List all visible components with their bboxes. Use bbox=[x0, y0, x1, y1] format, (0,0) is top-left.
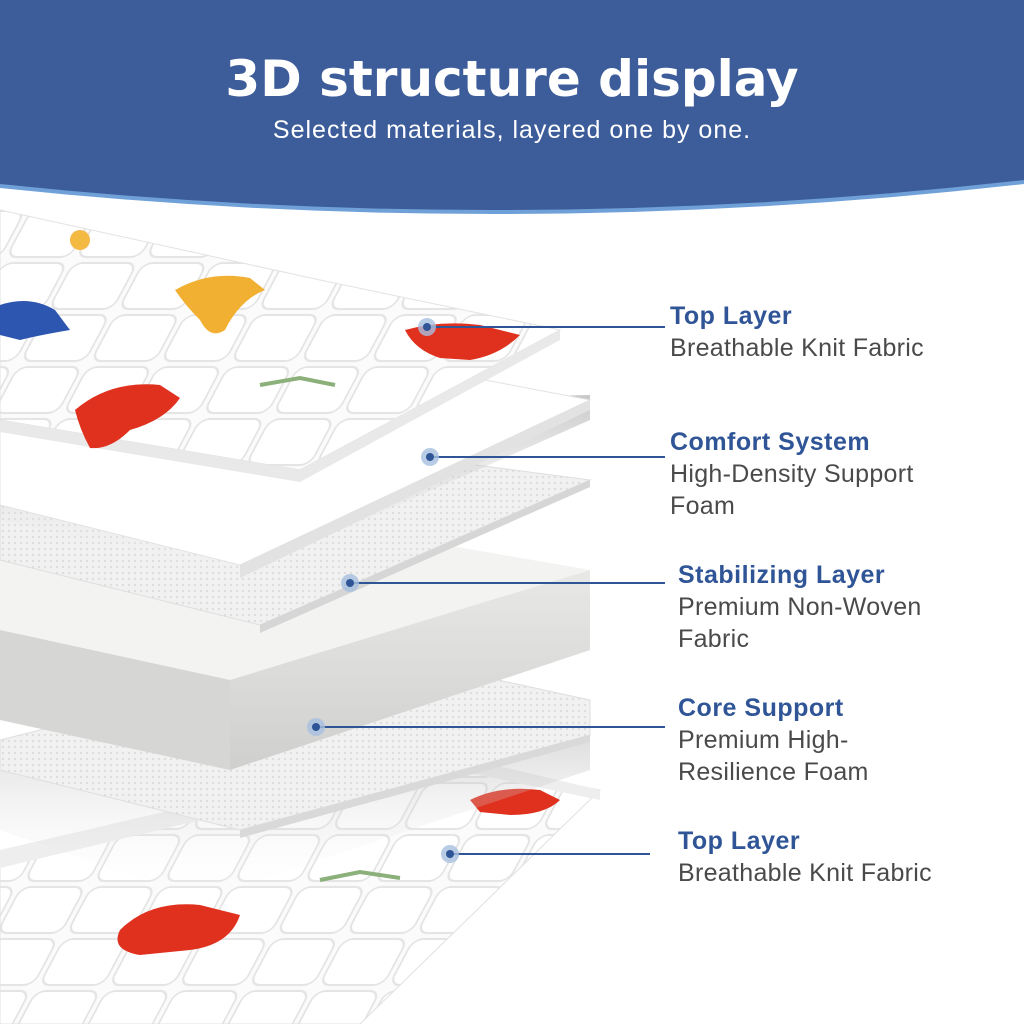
sun-icon bbox=[70, 230, 90, 250]
dinosaur-icon bbox=[175, 275, 265, 334]
page-title: 3D structure display bbox=[225, 50, 799, 108]
layer-description: Breathable Knit Fabric bbox=[670, 334, 924, 362]
leader-lines bbox=[307, 318, 665, 863]
header-banner: 3D structure display Selected materials,… bbox=[0, 0, 1024, 230]
layer-label-4: Core Support Premium High- Resilience Fo… bbox=[678, 692, 869, 788]
layer-title: Comfort System bbox=[670, 428, 871, 456]
layer-label-1: Top Layer Breathable Knit Fabric bbox=[670, 300, 924, 364]
layer-title: Core Support bbox=[678, 694, 844, 722]
layer-description: Premium Non-Woven bbox=[678, 593, 922, 621]
layer-label-2: Comfort System High-Density Support Foam bbox=[670, 426, 914, 522]
layer-label-5: Top Layer Breathable Knit Fabric bbox=[678, 825, 932, 889]
dinosaur-icon bbox=[0, 301, 70, 340]
leaf-icon bbox=[319, 869, 401, 882]
layer-title: Top Layer bbox=[678, 827, 801, 855]
banner-shape bbox=[0, 0, 1024, 215]
layer-description: Foam bbox=[670, 492, 736, 520]
layer-title: Top Layer bbox=[670, 302, 793, 330]
layer-description: Resilience Foam bbox=[678, 758, 869, 786]
layer-description: Premium High- bbox=[678, 726, 849, 754]
layer-description: High-Density Support bbox=[670, 460, 914, 488]
page-subtitle: Selected materials, layered one by one. bbox=[272, 116, 752, 144]
dinosaur-icon bbox=[75, 384, 180, 449]
layer-description: Breathable Knit Fabric bbox=[678, 859, 932, 887]
layer-description: Fabric bbox=[678, 625, 750, 653]
layer-title: Stabilizing Layer bbox=[678, 561, 886, 589]
leaf-icon bbox=[259, 375, 336, 387]
layer-label-3: Stabilizing Layer Premium Non-Woven Fabr… bbox=[678, 559, 922, 655]
dinosaur-icon bbox=[117, 904, 240, 955]
